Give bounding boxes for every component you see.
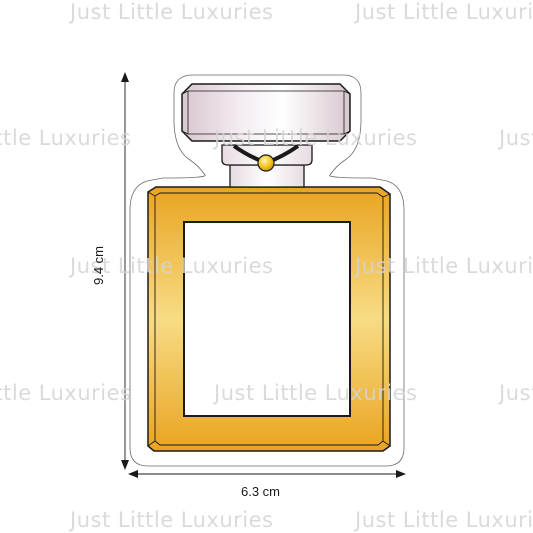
bottle-cap [181, 83, 351, 142]
jewel-seal-icon [257, 154, 275, 172]
watermark-text: Just Little Luxuries [70, 508, 274, 532]
watermark-text: Just Little Luxuries [0, 381, 132, 405]
watermark-text: Just Little Luxuries [0, 126, 132, 150]
height-dimension-label: 9.4 cm [91, 245, 107, 286]
bottle-neck [221, 144, 313, 188]
watermark-text: Just Little Luxuries [355, 0, 533, 24]
watermark-text: Just Little Luxuries [70, 0, 274, 24]
watermark-text: Just Little Luxuries [499, 126, 533, 150]
watermark-text: Just Little Luxuries [214, 126, 418, 150]
watermark-text: Just Little Luxuries [499, 381, 533, 405]
bottle-label-panel [183, 221, 351, 417]
bottle-body [147, 186, 391, 452]
watermark-text: Just Little Luxuries [214, 381, 418, 405]
watermark-text: Just Little Luxuries [70, 254, 274, 278]
watermark-text: Just Little Luxuries [355, 508, 533, 532]
height-dimension-line [121, 72, 129, 470]
width-dimension-line [128, 470, 406, 478]
bottle-cap-body [181, 83, 351, 142]
width-dimension-label: 6.3 cm [241, 484, 281, 499]
watermark-text: Just Little Luxuries [355, 254, 533, 278]
